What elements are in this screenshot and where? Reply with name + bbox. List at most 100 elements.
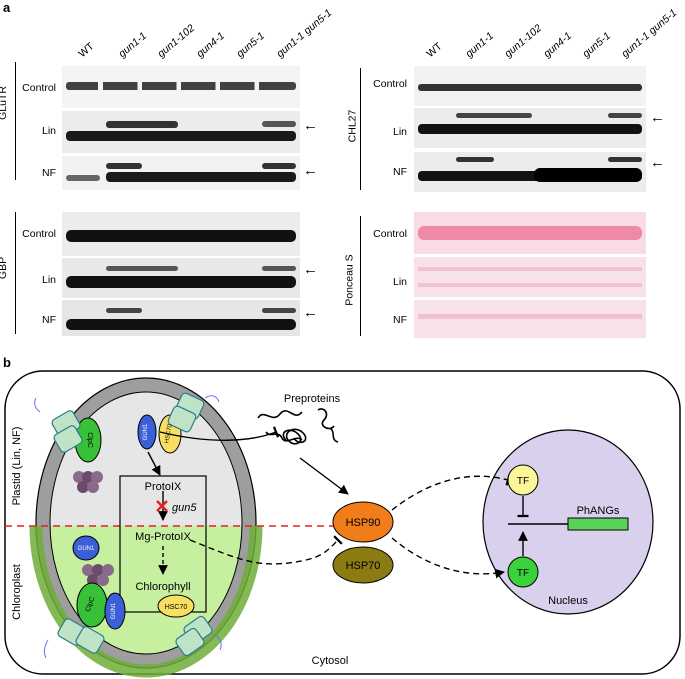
band — [66, 82, 296, 90]
gun1-label-top: GUN1 — [143, 423, 149, 440]
row-label-chl27-nf: NF — [393, 166, 407, 178]
chloroplast-envelope — [29, 525, 263, 678]
hsc70-protein-bottom — [157, 594, 195, 618]
toc-tic-complex-bottom-left — [43, 618, 105, 659]
band — [66, 276, 296, 288]
arrow-gbp-lin: ← — [303, 261, 318, 278]
gun5-label: gun5 — [172, 502, 197, 514]
row-label-gbp-nf: NF — [42, 314, 56, 326]
tf-label-bottom: TF — [517, 568, 529, 579]
bracket-glutr — [15, 62, 16, 180]
mg-protoix-label: Mg-ProtoIX — [135, 531, 191, 543]
chloroplast-label: Chloroplast — [11, 564, 23, 620]
clpc-label-bottom: ClpC — [85, 596, 97, 613]
inhibition-gun1-preproteins — [159, 426, 280, 441]
band — [418, 314, 642, 319]
preprotein-squiggles — [257, 408, 339, 445]
hsc70-label-bottom: HSC70 — [165, 604, 188, 611]
chlorophyll-label: Chlorophyll — [135, 581, 190, 593]
nucleus-label: Nucleus — [548, 595, 588, 607]
band — [66, 175, 100, 181]
protease-complex-bottom — [82, 564, 114, 586]
toc-tic-complex-top-right — [167, 392, 220, 433]
blot-gbp-nf — [62, 300, 300, 336]
gun1-protein-top — [137, 414, 157, 450]
hsp90-label: HSP90 — [346, 517, 381, 529]
protoix-label: ProtoIX — [145, 481, 182, 493]
arrow-preproteins-hsp90 — [299, 457, 349, 495]
band — [66, 131, 296, 141]
band — [262, 308, 296, 313]
blot-chl27-nf — [414, 152, 646, 192]
blot-gbp-lin — [62, 258, 300, 298]
inhibition-mgprotoix-hsp90 — [189, 535, 343, 565]
band — [456, 113, 532, 118]
band — [418, 283, 642, 287]
band — [106, 121, 178, 128]
arrow-chl27-nf: ← — [650, 154, 665, 171]
hsp70-label: HSP70 — [346, 560, 381, 572]
band — [608, 113, 642, 118]
inner-envelope — [49, 391, 243, 655]
hsp90-protein — [332, 501, 394, 543]
toc-tic-complex-top-left — [34, 397, 83, 453]
band — [418, 226, 642, 240]
arrow-gun1-protoix — [147, 451, 161, 476]
protease-complex-top — [73, 471, 103, 493]
band — [418, 267, 642, 271]
arrow-glutr-nf: ← — [303, 162, 318, 179]
hsp70-protein — [332, 546, 394, 584]
row-label-chl27-lin: Lin — [392, 126, 407, 138]
band — [456, 157, 494, 162]
gun1-protein-bottom-a — [72, 535, 100, 561]
phangs-label: PhANGs — [577, 505, 620, 517]
cytosol-label: Cytosol — [312, 655, 349, 667]
hsc70-label-top: HSC70 — [164, 423, 173, 444]
toc-tic-complex-bottom-right — [175, 615, 222, 657]
band — [106, 163, 142, 169]
blot-chl27-control — [414, 66, 646, 106]
band — [106, 172, 296, 182]
band — [418, 84, 642, 91]
blot-glutr-control — [62, 66, 300, 108]
arrow-glutr-lin: ← — [303, 117, 318, 134]
bracket-gbp — [15, 212, 16, 334]
panel-b-letter: b — [3, 355, 11, 370]
gun1-label-bottom-b: GUN1 — [111, 602, 117, 619]
clpc-label-top: ClpC — [86, 432, 93, 448]
row-label-gbp-control: Control — [22, 228, 56, 240]
blot-gbp-control — [62, 212, 300, 256]
row-label-ponceau-nf: NF — [393, 314, 407, 326]
row-label-glutr-control: Control — [22, 82, 56, 94]
preproteins-label: Preproteins — [284, 393, 341, 405]
band — [106, 308, 142, 313]
tf-activator — [507, 556, 539, 588]
blot-ponceau-nf — [414, 300, 646, 338]
tf-label-top: TF — [517, 476, 529, 487]
arrow-chl27-lin: ← — [650, 109, 665, 126]
gun1-protein-bottom-b — [104, 592, 126, 630]
bracket-ponceau — [360, 216, 361, 336]
blot-ponceau-lin — [414, 257, 646, 297]
blot-ponceau-control — [414, 212, 646, 254]
arrow-gbp-nf: ← — [303, 304, 318, 321]
row-label-ponceau-control: Control — [373, 228, 407, 240]
plastid-label: Plastid (Lin, NF) — [11, 427, 23, 506]
panel-a-letter: a — [3, 0, 11, 15]
row-label-glutr-lin: Lin — [41, 125, 56, 137]
phangs-gene-bar — [567, 517, 629, 531]
blot-glutr-lin — [62, 111, 300, 153]
blot-chl27-lin — [414, 108, 646, 148]
activation-hsp90-tf — [391, 537, 505, 579]
band — [66, 230, 296, 242]
gun5-block-icon — [156, 500, 168, 512]
band — [534, 168, 642, 182]
row-label-glutr-nf: NF — [42, 167, 56, 179]
band — [418, 171, 642, 181]
band — [262, 121, 296, 127]
inhibition-hsp90-tf — [391, 474, 511, 511]
band — [262, 163, 296, 169]
row-label-ponceau-lin: Lin — [392, 276, 407, 288]
band — [418, 124, 642, 134]
